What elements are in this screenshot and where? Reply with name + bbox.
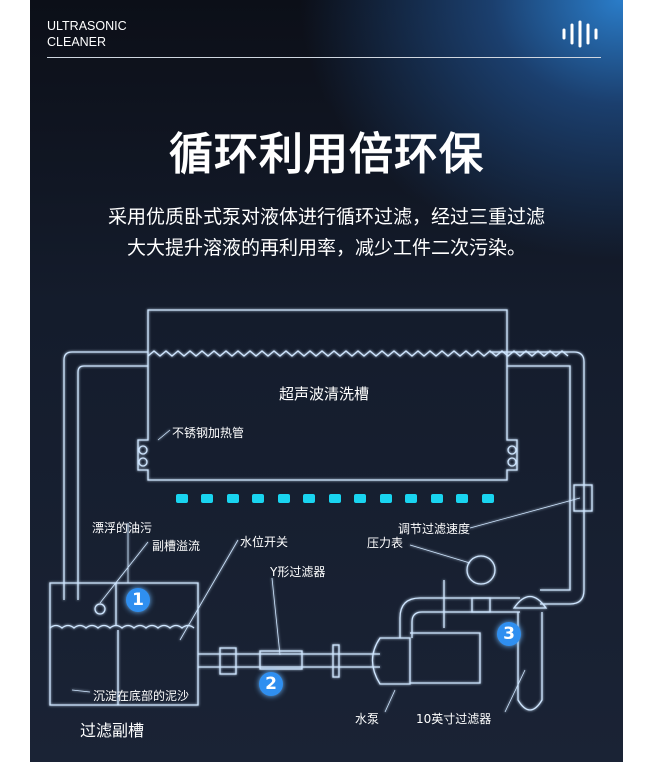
ball-valve	[219, 647, 237, 675]
filter-10in-label: 10英寸过滤器	[416, 712, 492, 726]
step-badge-2: 2	[259, 672, 283, 696]
page-title: 循环利用倍环保	[169, 129, 484, 180]
flow-valve	[332, 644, 340, 678]
filter-10in	[512, 595, 548, 711]
pump-label: 水泵	[355, 712, 380, 726]
subtitle-line-1: 采用优质卧式泵对液体进行循环过滤，经过三重过滤	[107, 206, 545, 228]
nozzle-row	[176, 494, 494, 503]
ultrasonic-tank	[137, 309, 518, 481]
brand-logo-text: ULTRASONIC CLEANER	[47, 18, 127, 50]
water-pump	[371, 632, 481, 685]
level-switch-label: 水位开关	[240, 535, 289, 549]
tank-label: 超声波清洗槽	[279, 385, 370, 403]
sub-tank	[49, 582, 199, 706]
step-badge-3: 3	[497, 622, 521, 646]
adjust-speed-label: 调节过滤速度	[398, 522, 471, 536]
header-divider	[47, 57, 601, 58]
speed-valve	[573, 484, 593, 512]
return-pipe	[63, 351, 148, 600]
sub-tank-label: 过滤副槽	[80, 721, 145, 740]
y-filter-label: Y形过滤器	[270, 565, 326, 579]
subtitle-line-2: 大大提升溶液的再利用率，减少工件二次污染。	[126, 237, 526, 259]
brand-line-1: ULTRASONIC	[47, 19, 127, 33]
floating-oil-label: 漂浮的油污	[92, 521, 153, 535]
step-badge-1: 1	[126, 588, 150, 612]
pressure-gauge-label: 压力表	[367, 536, 404, 550]
suction-pipe	[198, 653, 380, 668]
brand-line-2: CLEANER	[47, 35, 107, 49]
y-filter-body	[259, 650, 303, 670]
water-surface	[147, 350, 569, 357]
discharge-pipe	[399, 597, 520, 638]
heater-label: 不锈钢加热管	[172, 426, 245, 440]
sediment-label: 沉淀在底部的泥沙	[93, 689, 190, 703]
supply-pipe	[490, 351, 585, 605]
overflow-label: 副槽溢流	[152, 539, 201, 553]
background-panel	[30, 0, 623, 762]
pressure-gauge	[466, 555, 496, 585]
sound-wave-icon	[562, 20, 598, 48]
